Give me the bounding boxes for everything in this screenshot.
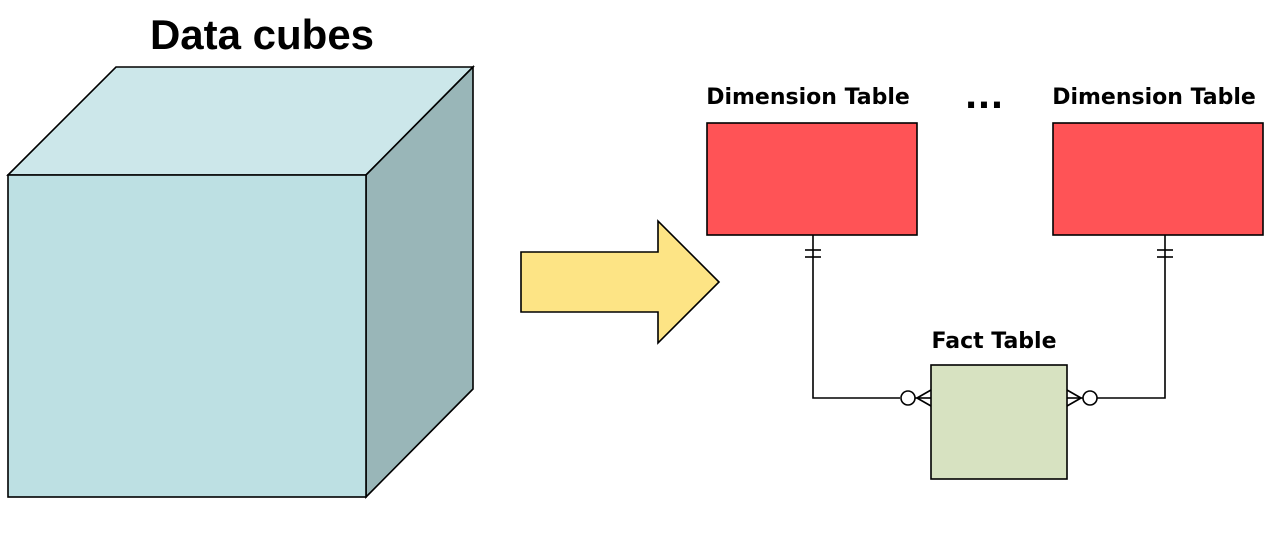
dimension-table-left xyxy=(706,122,918,236)
connector-line-right xyxy=(1097,235,1166,399)
cube-front-face xyxy=(7,174,367,498)
crows-foot-left-bottom xyxy=(916,397,932,407)
crows-foot-right-bottom xyxy=(1066,397,1082,407)
crows-foot-left-top xyxy=(916,389,932,399)
dimension-table-label-left: Dimension Table xyxy=(706,85,910,110)
fact-table xyxy=(930,364,1068,480)
transform-arrow xyxy=(520,219,721,345)
fact-table-label: Fact Table xyxy=(931,329,1056,354)
crows-foot-right-top xyxy=(1066,389,1082,399)
data-cube xyxy=(6,65,475,499)
connector-line-left xyxy=(812,235,900,399)
relationship-connector-right xyxy=(1066,235,1173,407)
ellipsis: ... xyxy=(965,77,1004,117)
dimension-table-right xyxy=(1052,122,1264,236)
zero-circle-right xyxy=(1082,390,1098,406)
relationship-connector-left xyxy=(805,235,932,407)
dimension-table-label-right: Dimension Table xyxy=(1052,85,1256,110)
title: Data cubes xyxy=(150,11,374,58)
zero-circle-left xyxy=(900,390,916,406)
